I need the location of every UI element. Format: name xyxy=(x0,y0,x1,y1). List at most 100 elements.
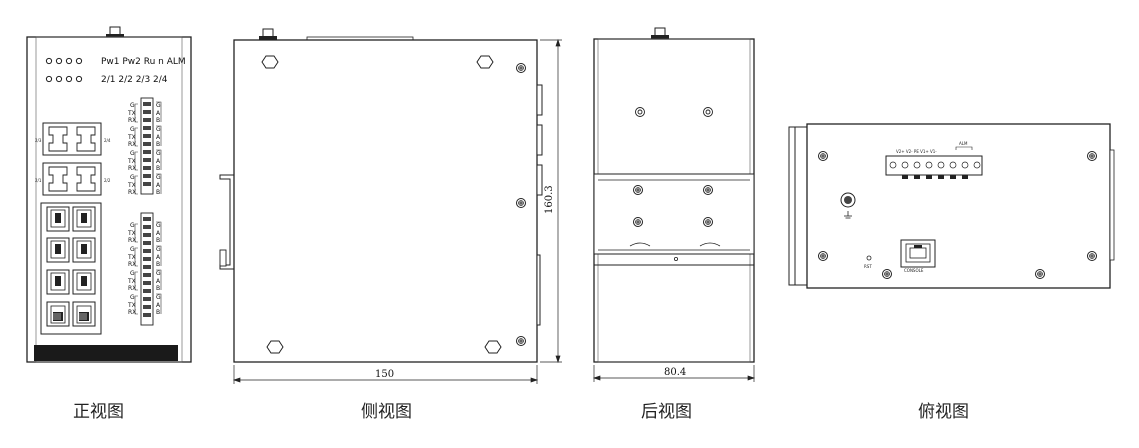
svg-text:RX: RX xyxy=(128,237,136,244)
caption-side-view: 侧视图 xyxy=(361,402,412,422)
back-width-value: 80.4 xyxy=(664,367,686,378)
top-screw xyxy=(818,151,828,161)
svg-text:TX: TX xyxy=(127,230,136,237)
side-housing xyxy=(233,39,538,363)
front-view: Pw1 Pw2 Ru n ALM 2/1 2/2 2/3 2/4 2/3 2/4… xyxy=(26,26,192,363)
rj45-port xyxy=(46,206,70,232)
svg-text:G: G xyxy=(130,270,135,277)
serial-pin-labels-upper: G TX RX G A B G TX RX G A B G TX RX G A … xyxy=(127,102,161,196)
top-screw xyxy=(818,251,828,261)
back-view: 80.4 xyxy=(592,27,756,382)
rj45-port xyxy=(72,269,96,295)
led-row-2-label: 2/1 2/2 2/3 2/4 xyxy=(101,75,168,85)
alarm-label: ALM xyxy=(959,141,968,146)
led-row-2 xyxy=(45,75,83,83)
svg-text:RX: RX xyxy=(128,261,136,268)
svg-text:TX: TX xyxy=(127,302,136,309)
svg-text:G: G xyxy=(156,102,161,109)
top-screw xyxy=(1035,269,1045,279)
svg-text:A: A xyxy=(156,254,161,261)
reset-label: RST xyxy=(864,264,872,269)
svg-text:RX: RX xyxy=(128,189,136,196)
svg-text:G: G xyxy=(130,222,135,229)
svg-text:G: G xyxy=(156,174,161,181)
svg-text:B: B xyxy=(156,261,160,268)
din-rail xyxy=(593,173,755,255)
top-screw xyxy=(1087,151,1097,161)
rj45-port xyxy=(72,301,96,327)
top-screw xyxy=(882,269,892,279)
svg-text:G: G xyxy=(156,246,161,253)
back-screw xyxy=(633,185,643,195)
back-screw xyxy=(703,185,713,195)
serial-terminal-upper xyxy=(140,97,154,195)
svg-text:RX: RX xyxy=(128,141,136,148)
svg-text:TX: TX xyxy=(127,134,136,141)
back-screw xyxy=(703,217,713,227)
svg-text:A: A xyxy=(156,302,161,309)
svg-text:RX: RX xyxy=(128,117,136,124)
back-mount-hole xyxy=(635,107,713,117)
svg-text:B: B xyxy=(156,309,160,316)
svg-text:TX: TX xyxy=(127,158,136,165)
console-port xyxy=(900,239,936,268)
power-terminal-block xyxy=(885,146,983,179)
svg-text:G: G xyxy=(156,222,161,229)
side-width-value: 150 xyxy=(375,369,394,380)
din-clip xyxy=(219,174,234,270)
sfp-port-lower xyxy=(42,162,102,196)
led-row-1-label: Pw1 Pw2 Ru n ALM xyxy=(101,57,186,67)
svg-text:A: A xyxy=(156,158,161,165)
svg-text:B: B xyxy=(156,237,160,244)
svg-text:B: B xyxy=(156,189,160,196)
sfp-port-upper xyxy=(42,122,102,156)
svg-text:G: G xyxy=(156,294,161,301)
side-screw xyxy=(516,198,526,208)
svg-text:G: G xyxy=(156,150,161,157)
side-width-dimension xyxy=(232,365,539,384)
front-bottom-bar xyxy=(34,345,178,361)
svg-text:B: B xyxy=(156,285,160,292)
power-terminal-labels: V2+ V2- PE V1+ V1- xyxy=(896,149,937,154)
svg-text:TX: TX xyxy=(127,110,136,117)
side-hex-screw xyxy=(261,55,502,354)
svg-text:RX: RX xyxy=(128,285,136,292)
svg-text:G: G xyxy=(130,246,135,253)
led-row-1 xyxy=(45,57,83,65)
svg-text:B: B xyxy=(156,165,160,172)
svg-text:G: G xyxy=(130,126,135,133)
svg-text:G: G xyxy=(130,102,135,109)
top-housing xyxy=(806,123,1111,289)
back-screw xyxy=(633,217,643,227)
side-view: 150 160.3 xyxy=(219,28,562,384)
sfp-upper-right-label: 2/4 xyxy=(104,138,111,143)
sfp-lower-right-label: 2/2 xyxy=(104,178,111,183)
svg-text:A: A xyxy=(156,134,161,141)
front-housing xyxy=(26,36,192,363)
rj45-port xyxy=(46,237,70,263)
sfp-lower-left-label: 2/1 xyxy=(35,178,42,183)
sfp-upper-left-label: 2/3 xyxy=(35,138,42,143)
serial-pin-labels-lower: G TX RX G A B G TX RX G A B G TX RX G A … xyxy=(127,222,161,316)
svg-text:TX: TX xyxy=(127,278,136,285)
svg-text:RX: RX xyxy=(128,309,136,316)
caption-front-view: 正视图 xyxy=(73,402,124,422)
svg-text:TX: TX xyxy=(127,254,136,261)
console-label: CONSOLE xyxy=(904,268,924,273)
side-height-dimension xyxy=(540,38,562,364)
side-height-value: 160.3 xyxy=(544,185,555,214)
back-width-dimension xyxy=(592,365,756,382)
serial-terminal-lower xyxy=(140,212,154,326)
caption-top-view: 俯视图 xyxy=(918,402,969,422)
svg-text:G: G xyxy=(156,270,161,277)
svg-text:B: B xyxy=(156,117,160,124)
svg-text:A: A xyxy=(156,182,161,189)
rj45-port xyxy=(72,237,96,263)
svg-text:TX: TX xyxy=(127,182,136,189)
side-screw xyxy=(516,336,526,346)
svg-text:RX: RX xyxy=(128,165,136,172)
svg-text:A: A xyxy=(156,278,161,285)
rj45-port xyxy=(46,301,70,327)
reset-button[interactable] xyxy=(866,255,872,261)
